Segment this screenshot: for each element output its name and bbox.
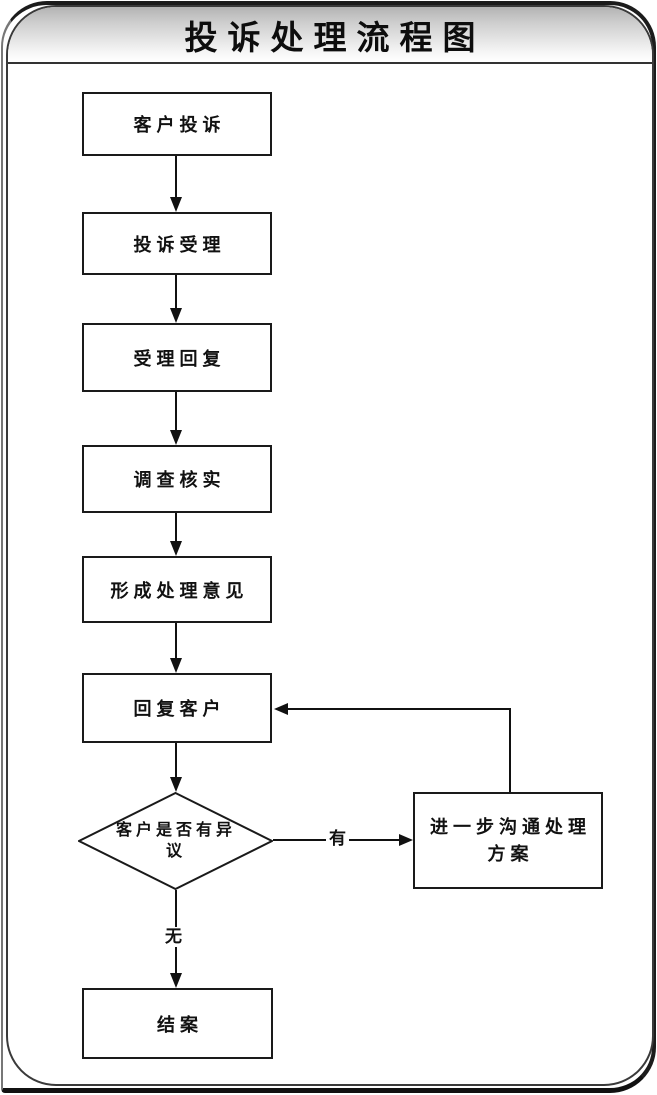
connector-line bbox=[175, 392, 177, 432]
node-acceptance-reply: 受理回复 bbox=[82, 323, 272, 392]
arrowhead-down-icon bbox=[170, 308, 182, 323]
node-further-communication-plan: 进一步沟通处理方案 bbox=[413, 792, 603, 889]
arrowhead-down-icon bbox=[170, 658, 182, 673]
node-label: 进一步沟通处理方案 bbox=[430, 816, 591, 865]
arrowhead-down-icon bbox=[170, 973, 182, 988]
page-title: 投诉处理流程图 bbox=[184, 17, 486, 57]
branch-label-no: 无 bbox=[162, 927, 185, 947]
arrowhead-down-icon bbox=[170, 430, 182, 445]
arrowhead-down-icon bbox=[170, 541, 182, 556]
connector-line bbox=[287, 708, 511, 710]
connector-line bbox=[175, 513, 177, 543]
arrowhead-down-icon bbox=[170, 197, 182, 212]
node-label: 结案 bbox=[157, 1014, 203, 1036]
flowchart-header: 投诉处理流程图 bbox=[8, 7, 652, 64]
connector-line bbox=[509, 708, 511, 792]
connector-line bbox=[175, 156, 177, 199]
flowchart-frame: 投诉处理流程图 bbox=[6, 5, 654, 1086]
arrowhead-right-icon bbox=[399, 834, 413, 846]
connector-line bbox=[175, 275, 177, 310]
node-investigate-verify: 调查核实 bbox=[82, 445, 272, 513]
node-complaint-acceptance: 投诉受理 bbox=[82, 212, 272, 275]
node-close-case: 结案 bbox=[82, 988, 273, 1059]
node-label: 形成处理意见 bbox=[110, 580, 249, 602]
node-customer-complaint: 客户投诉 bbox=[82, 92, 272, 156]
arrowhead-down-icon bbox=[170, 777, 182, 792]
node-label: 调查核实 bbox=[133, 470, 226, 491]
connector-line bbox=[175, 623, 177, 660]
node-label: 回复客户 bbox=[133, 699, 226, 720]
node-reply-customer: 回复客户 bbox=[82, 673, 272, 743]
node-form-handling-opinion: 形成处理意见 bbox=[82, 556, 272, 623]
node-label: 投诉受理 bbox=[133, 234, 226, 256]
node-label: 客户投诉 bbox=[133, 115, 226, 136]
node-label: 客户是否有异议 bbox=[115, 820, 236, 860]
node-decision-customer-objection: 客户是否有异议 bbox=[78, 792, 273, 890]
diamond-shape bbox=[78, 792, 273, 890]
arrowhead-left-icon bbox=[274, 703, 288, 715]
connector-line bbox=[175, 743, 177, 779]
branch-label-yes: 有 bbox=[326, 829, 349, 849]
node-label: 受理回复 bbox=[133, 348, 226, 370]
